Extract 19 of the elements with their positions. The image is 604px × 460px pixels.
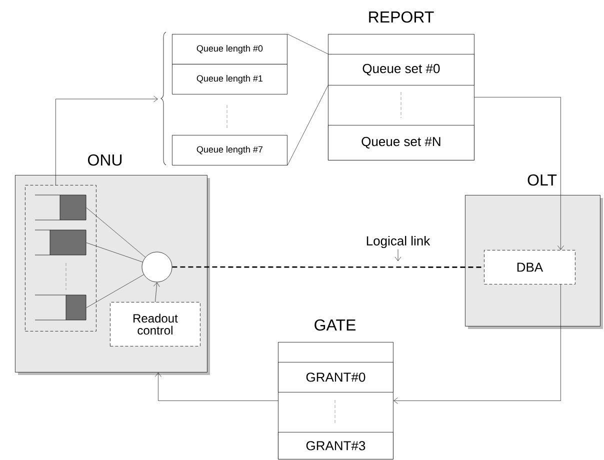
field-cell: Queue set #N [328, 125, 474, 160]
connector-line [172, 266, 484, 268]
field-cell: Queue length #1 [172, 64, 288, 94]
heading: REPORT [369, 11, 434, 23]
field-cell: Queue set #0 [328, 54, 474, 86]
connector-line [287, 85, 328, 166]
link-label: Logical link [366, 236, 430, 248]
heading: GATE [314, 319, 356, 331]
arrow [394, 249, 402, 262]
field-cell: Queue length #7 [172, 135, 288, 166]
connector-line [287, 34, 328, 54]
arrow [394, 284, 561, 404]
field-cell: GRANT#3 [278, 432, 394, 460]
arrow [155, 372, 278, 401]
field-cell: Queue length #0 [172, 34, 288, 64]
heading: ONU [88, 154, 122, 166]
heading: OLT [528, 174, 557, 186]
arrow [56, 96, 158, 186]
field-cell: GRANT#0 [278, 362, 394, 392]
